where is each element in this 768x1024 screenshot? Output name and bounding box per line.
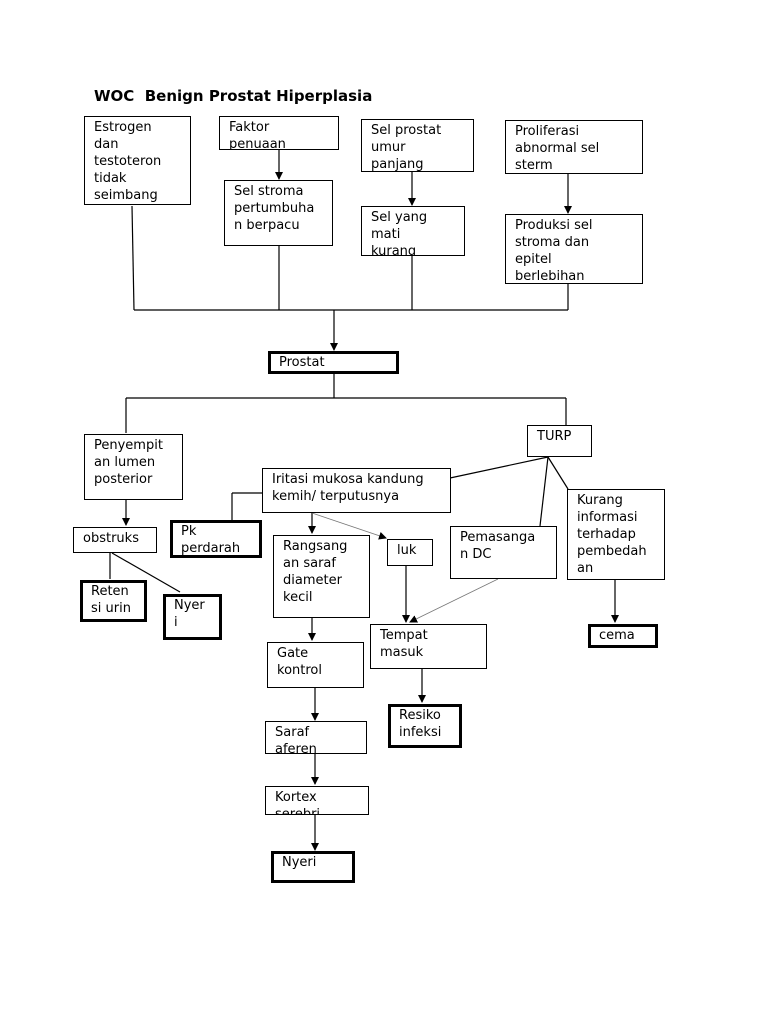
node-estrogen: Estrogen dan testoteron tidak seimbang	[84, 116, 191, 205]
node-sel-prostat: Sel prostat umur panjang	[361, 119, 474, 172]
node-pemasangan: Pemasanga n DC	[450, 526, 557, 579]
node-resiko-infeksi: Resiko infeksi	[388, 704, 462, 748]
node-iritasi: Iritasi mukosa kandung kemih/ terputusny…	[262, 468, 451, 513]
node-rangsangan: Rangsang an saraf diameter kecil	[273, 535, 370, 618]
node-saraf-aferen: Saraf aferen	[265, 721, 367, 754]
node-sel-mati: Sel yang mati kurang	[361, 206, 465, 256]
diagram-title: WOC Benign Prostat Hiperplasia	[94, 87, 373, 105]
node-cemas: cema	[588, 624, 658, 648]
node-penyempitan: Penyempit an lumen posterior	[84, 434, 183, 500]
arrow-pemasangan-tempat	[409, 578, 499, 623]
node-sel-stroma: Sel stroma pertumbuha n berpacu	[224, 180, 333, 246]
node-prostat: Prostat	[268, 351, 399, 374]
node-proliferasi: Proliferasi abnormal sel sterm	[505, 120, 643, 174]
line-obstruksi-nyeri	[111, 552, 181, 593]
node-faktor-penuaan: Faktor penuaan	[219, 116, 339, 150]
line-estrogen-bus	[131, 205, 135, 311]
node-kurang-informasi: Kurang informasi terhadap pembedah an	[567, 489, 665, 580]
node-pk-perdarahan: Pk perdarah	[170, 520, 262, 558]
arrow-iritasi-luka	[311, 512, 387, 540]
node-obstruksi: obstruks	[73, 527, 157, 553]
node-tempat-masuk: Tempat masuk	[370, 624, 487, 669]
node-luka: luk	[387, 539, 433, 566]
node-produksi: Produksi sel stroma dan epitel berlebiha…	[505, 214, 643, 284]
node-nyeri-obstruksi: Nyer i	[163, 594, 222, 640]
node-nyeri: Nyeri	[271, 851, 355, 883]
node-retensi-urin: Reten si urin	[80, 580, 147, 622]
line-turp-iritasi	[449, 456, 549, 479]
node-gate-kontrol: Gate kontrol	[267, 642, 364, 688]
line-turp-kurang	[547, 456, 569, 490]
line-turp-pemasangan	[539, 456, 549, 527]
node-kortex: Kortex serebri	[265, 786, 369, 815]
node-turp: TURP	[527, 425, 592, 457]
